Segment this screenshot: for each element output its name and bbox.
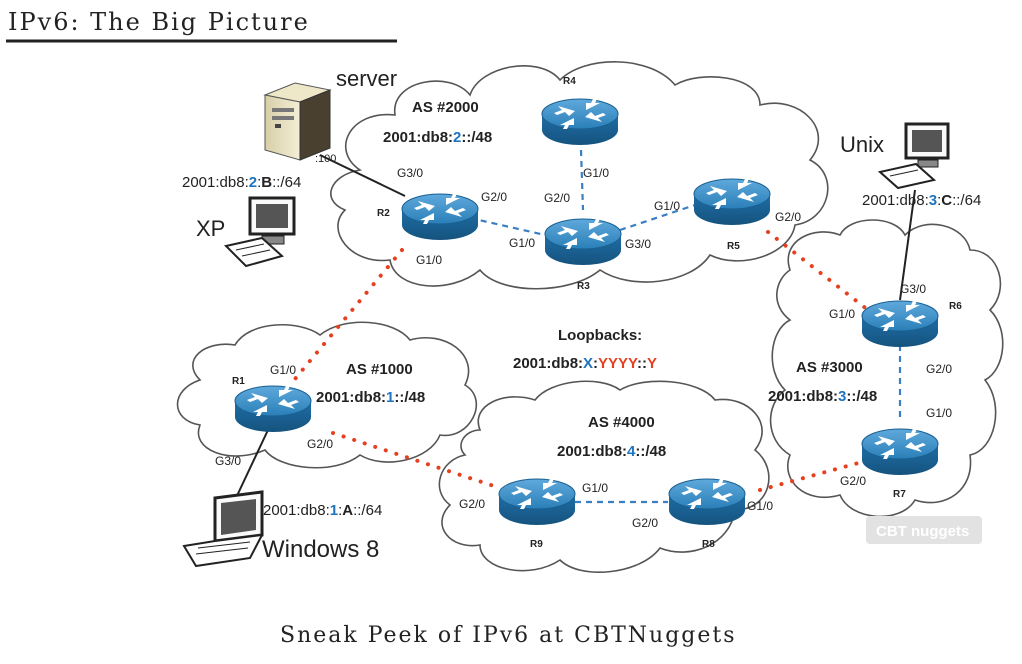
r3-iface-g2: G2/0 [544, 191, 570, 205]
r8-iface-g2: G2/0 [632, 516, 658, 530]
router-r6-label: R6 [949, 301, 962, 312]
r2-iface-g3: G3/0 [397, 166, 423, 180]
r6-iface-g1: G1/0 [829, 307, 855, 321]
r1-iface-g3: G3/0 [215, 454, 241, 468]
loopbacks-label: Loopbacks: [558, 327, 642, 344]
xp-desktop-icon [224, 196, 296, 268]
win8-laptop-icon [182, 490, 264, 568]
router-r8-label: R8 [702, 539, 715, 550]
link-win8-r1 [234, 429, 269, 501]
r2-iface-g2: G2/0 [481, 190, 507, 204]
page-title: IPv6: The Big Picture [6, 8, 397, 43]
router-r4-label: R4 [563, 76, 576, 87]
unix-desktop-icon [877, 122, 950, 190]
server-host-id: :100 [315, 153, 336, 165]
r6-iface-g2: G2/0 [926, 362, 952, 376]
unix-prefix: 2001:db8:3:C::/64 [862, 192, 981, 209]
r9-iface-g2: G2/0 [459, 497, 485, 511]
win8-prefix: 2001:db8:1:A::/64 [263, 502, 382, 519]
server-label: server [336, 66, 397, 91]
as3000-name: AS #3000 [796, 359, 863, 376]
page-title-text: IPv6: The Big Picture [8, 8, 310, 36]
r5-iface-g1: G1/0 [654, 199, 680, 213]
router-r2-label: R2 [377, 208, 390, 219]
xp-prefix: 2001:db8:2:B::/64 [182, 174, 301, 191]
r7-iface-g1: G1/0 [926, 406, 952, 420]
r7-iface-g2: G2/0 [840, 474, 866, 488]
link-r8-r7 [758, 460, 864, 492]
r3-iface-g1: G1/0 [509, 236, 535, 250]
footer-caption: Sneak Peek of IPv6 at CBTNuggets [280, 623, 737, 648]
link-r2-r1 [288, 248, 404, 387]
router-r8-icon [668, 478, 746, 526]
cloud-as3000 [769, 219, 1004, 518]
router-r5-icon [693, 178, 771, 226]
link-r3-r5 [619, 203, 696, 232]
link-r2-r3 [469, 216, 546, 237]
r1-iface-g1: G1/0 [270, 363, 296, 377]
router-r5-label: R5 [727, 241, 740, 252]
router-r4-icon [541, 98, 619, 146]
router-r3-icon [544, 218, 622, 266]
r2-iface-g1: G1/0 [416, 253, 442, 267]
r4-iface-g1: G1/0 [583, 166, 609, 180]
as1000-name: AS #1000 [346, 361, 413, 378]
as2000-prefix: 2001:db8:2::/48 [383, 129, 492, 146]
router-r6-icon [861, 300, 939, 348]
link-r5-r6 [766, 230, 870, 312]
cbt-nuggets-watermark: CBT nuggets [866, 516, 982, 544]
win8-label: Windows 8 [262, 536, 379, 563]
as4000-name: AS #4000 [588, 414, 655, 431]
server-icon [263, 82, 332, 161]
cloud-as1000 [176, 321, 477, 469]
router-r1-icon [234, 385, 312, 433]
cloud-as4000 [438, 380, 770, 573]
r1-iface-g2: G2/0 [307, 437, 333, 451]
as1000-prefix: 2001:db8:1::/48 [316, 389, 425, 406]
as3000-prefix: 2001:db8:3::/48 [768, 388, 877, 405]
as2000-name: AS #2000 [412, 99, 479, 116]
router-r7-label: R7 [893, 489, 906, 500]
as4000-prefix: 2001:db8:4::/48 [557, 443, 666, 460]
router-r9-label: R9 [530, 539, 543, 550]
link-server-r2 [319, 154, 406, 197]
router-r2-icon [401, 193, 479, 241]
unix-label: Unix [840, 132, 884, 157]
link-unix-r6 [899, 189, 916, 301]
router-r1-label: R1 [232, 376, 245, 387]
loopbacks-format: 2001:db8:X:YYYY::Y [513, 355, 657, 372]
links [234, 149, 916, 504]
r5-iface-g2: G2/0 [775, 210, 801, 224]
r3-iface-g3: G3/0 [625, 237, 651, 251]
router-r3-label: R3 [577, 281, 590, 292]
router-r7-icon [861, 428, 939, 476]
r9-iface-g1: G1/0 [582, 481, 608, 495]
link-r1-r9 [331, 431, 502, 490]
xp-label: XP [196, 216, 225, 241]
r6-iface-g3: G3/0 [900, 282, 926, 296]
r8-iface-g1: G1/0 [747, 499, 773, 513]
router-r9-icon [498, 478, 576, 526]
watermark-text: CBT nuggets [876, 523, 969, 540]
